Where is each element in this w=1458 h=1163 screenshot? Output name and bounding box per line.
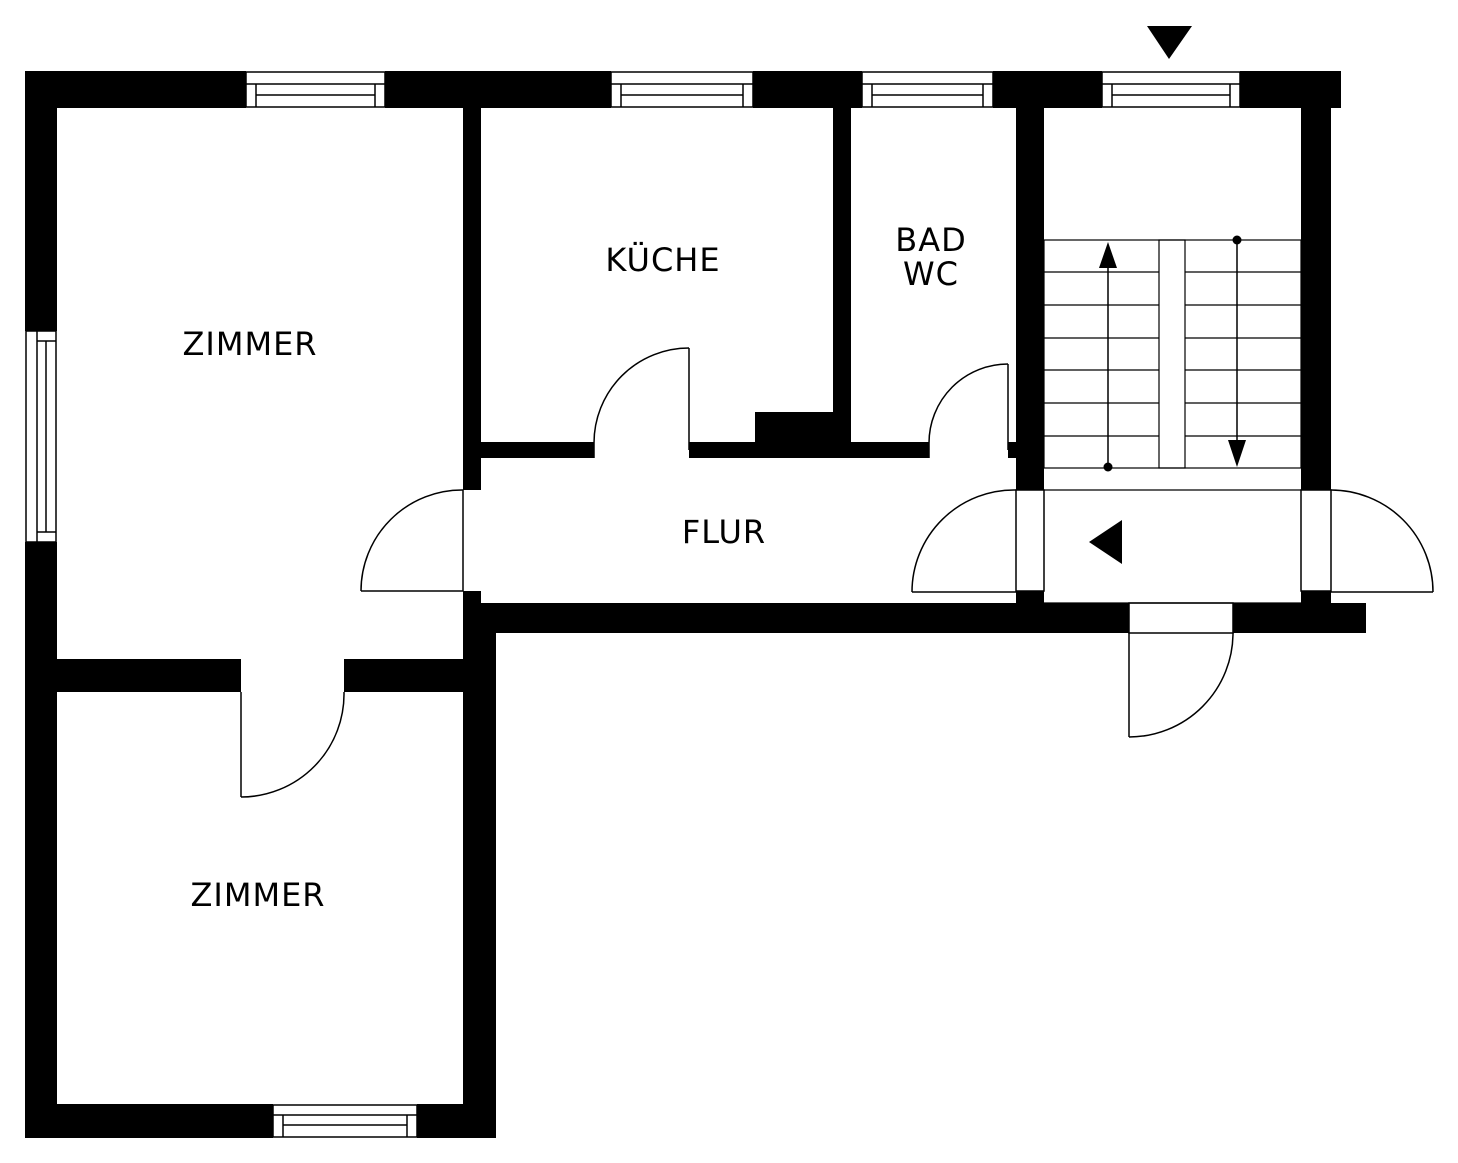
- wall-stair-door-stub: [1016, 591, 1044, 603]
- wall-zimmer-divider-right: [344, 659, 496, 692]
- walls: [25, 71, 1366, 1138]
- window-top-1: [245, 71, 386, 108]
- arrow-down-icon: [1228, 235, 1246, 467]
- wall-kueche-bottom-1: [481, 442, 594, 458]
- wall-top-1: [25, 71, 246, 108]
- room-label-zimmer-top: ZIMMER: [182, 325, 317, 363]
- wall-left-upper: [25, 71, 57, 331]
- doors: [240, 347, 1434, 798]
- wall-kueche-bad: [833, 103, 851, 458]
- wall-flur-bottom: [463, 603, 1129, 633]
- window-bottom: [272, 1104, 418, 1138]
- room-label-kueche: KÜCHE: [605, 241, 720, 279]
- door-zimmer-flur: [360, 489, 464, 592]
- arrow-up-icon: [1099, 242, 1117, 472]
- wall-top-2: [385, 71, 611, 108]
- door-bad: [928, 363, 1009, 458]
- door-kueche: [593, 347, 690, 458]
- wall-left-lower: [25, 542, 57, 1138]
- wall-top-3: [753, 71, 862, 108]
- room-label-zimmer-bottom: ZIMMER: [190, 876, 325, 914]
- wall-flur-stub: [463, 591, 481, 605]
- wall-zimmer-divider-left: [57, 659, 241, 692]
- wall-bad-stair: [1016, 103, 1044, 490]
- wall-top-5: [1240, 71, 1341, 108]
- wall-zimmer-kueche: [463, 103, 481, 490]
- window-top-2: [610, 71, 754, 108]
- wall-stair-right: [1301, 103, 1331, 490]
- room-label-flur: FLUR: [682, 513, 766, 551]
- windows: [25, 71, 1241, 1138]
- window-left: [25, 330, 57, 543]
- wall-bottom-1: [25, 1104, 273, 1138]
- window-top-4: [1101, 71, 1241, 108]
- wall-zimmer-right: [463, 603, 496, 1138]
- staircase: [1043, 235, 1302, 604]
- left-triangle-icon: [1089, 520, 1122, 564]
- door-stair-exterior: [1300, 489, 1434, 593]
- wall-top-4: [993, 71, 1102, 108]
- wall-flur-bottom-right: [1233, 603, 1366, 633]
- door-flur-stair: [911, 489, 1045, 593]
- door-entrance-bottom: [1128, 602, 1234, 738]
- window-top-3: [861, 71, 994, 108]
- room-label-bad: BAD: [895, 221, 966, 259]
- wall-stair-right-stub: [1301, 591, 1331, 603]
- room-label-wc: WC: [903, 255, 959, 293]
- door-zimmer-zimmer: [240, 691, 345, 798]
- down-triangle-icon: [1147, 26, 1192, 59]
